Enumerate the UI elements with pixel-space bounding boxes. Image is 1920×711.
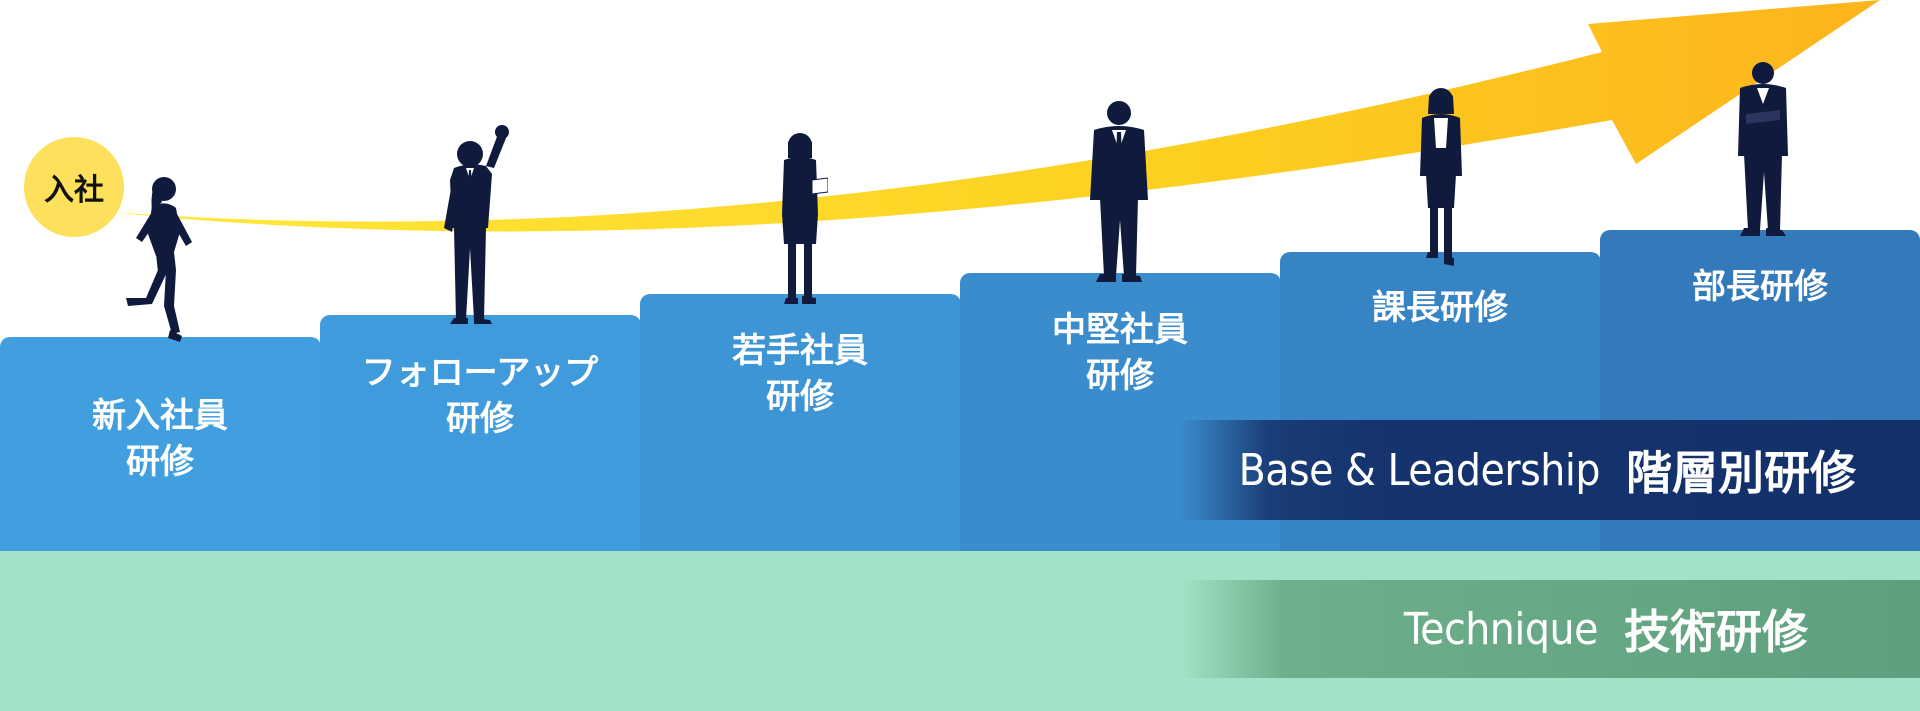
running-woman-icon bbox=[126, 177, 192, 342]
base-leadership-label-en: Base & Leadership bbox=[1238, 444, 1601, 496]
step-2-label-line2: 研修 bbox=[446, 399, 514, 439]
step-1-label-line2: 研修 bbox=[126, 442, 194, 482]
step-1-label: 新入社員 研修 bbox=[0, 393, 320, 485]
base-leadership-label-ja: 階層別研修 bbox=[1626, 446, 1856, 500]
step-4-label-line1: 中堅社員 bbox=[1052, 310, 1188, 350]
growth-arrow-shape bbox=[110, 0, 1880, 232]
step-6-label-line1: 部長研修 bbox=[1692, 267, 1828, 307]
step-6-label: 部長研修 bbox=[1600, 264, 1920, 310]
standing-woman-icon bbox=[1420, 88, 1462, 266]
arms-crossed-man-icon bbox=[1738, 62, 1788, 236]
start-badge-label: 入社 bbox=[44, 173, 104, 208]
woman-with-document-icon bbox=[782, 133, 828, 304]
step-1-block bbox=[0, 337, 321, 551]
step-4-label: 中堅社員 研修 bbox=[960, 307, 1280, 399]
step-3-label-line1: 若手社員 bbox=[732, 331, 868, 371]
step-3-label: 若手社員 研修 bbox=[640, 328, 960, 420]
technique-ribbon: Technique 技術研修 bbox=[1180, 580, 1920, 678]
start-badge: 入社 bbox=[24, 137, 124, 237]
technique-label-en: Technique bbox=[1403, 603, 1599, 655]
step-5-label-line1: 課長研修 bbox=[1372, 288, 1508, 328]
step-5-label: 課長研修 bbox=[1280, 285, 1600, 331]
standing-man-icon bbox=[1090, 101, 1148, 282]
step-3-block bbox=[640, 294, 961, 551]
fist-raised-man-icon bbox=[444, 125, 509, 324]
step-4-label-line2: 研修 bbox=[1086, 356, 1154, 396]
step-1-label-line1: 新入社員 bbox=[92, 396, 228, 436]
step-2-label-line1: フォローアップ bbox=[361, 353, 599, 393]
step-2-block bbox=[320, 315, 641, 551]
step-2-label: フォローアップ 研修 bbox=[320, 350, 640, 442]
technique-label-ja: 技術研修 bbox=[1624, 605, 1808, 659]
base-leadership-ribbon: Base & Leadership 階層別研修 bbox=[1180, 420, 1920, 520]
step-3-label-line2: 研修 bbox=[766, 377, 834, 417]
